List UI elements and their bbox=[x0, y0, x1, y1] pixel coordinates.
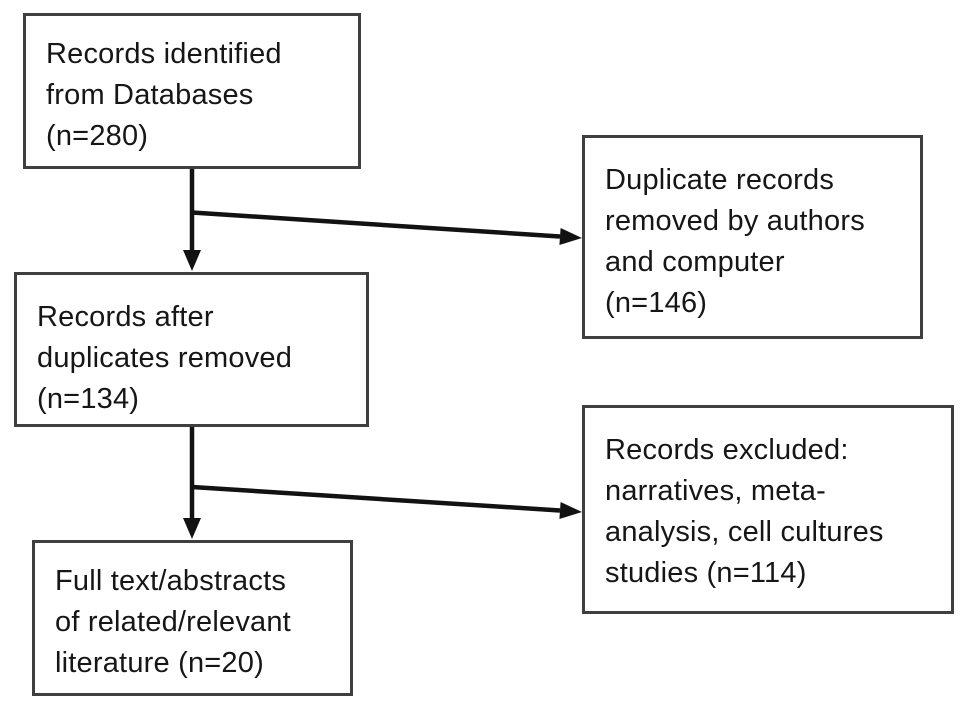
box-text-line: duplicates removed bbox=[37, 342, 293, 374]
box-text-line: of related/relevant bbox=[55, 606, 291, 638]
box-text-line: Records after bbox=[37, 301, 214, 333]
box-text-line: and computer bbox=[605, 246, 785, 278]
box-text-line: literature (n=20) bbox=[55, 647, 264, 679]
box-text-line: from Databases bbox=[46, 79, 254, 111]
box-records-identified: Records identified from Databases (n=280… bbox=[23, 13, 361, 169]
box-text-line: removed by authors bbox=[605, 205, 865, 237]
box-text-line: Records excluded: bbox=[605, 434, 849, 466]
box-text-line: Full text/abstracts bbox=[55, 565, 287, 597]
box-text-line: Records identified bbox=[46, 38, 282, 70]
box-duplicate-records-removed: Duplicate records removed by authors and… bbox=[582, 135, 923, 339]
box-text-line: analysis, cell cultures bbox=[605, 516, 884, 548]
box-text-line: (n=280) bbox=[46, 120, 149, 152]
box-records-after-duplicates: Records after duplicates removed (n=134) bbox=[14, 272, 369, 427]
arrow-to-records-excluded bbox=[191, 484, 582, 519]
arrow-after-duplicates-to-full-text bbox=[183, 427, 201, 539]
box-text-line: (n=134) bbox=[37, 383, 140, 415]
box-text-line: narratives, meta- bbox=[605, 475, 826, 507]
box-full-text-abstracts: Full text/abstracts of related/relevant … bbox=[32, 540, 353, 696]
box-text-line: studies (n=114) bbox=[605, 557, 807, 589]
box-text-line: Duplicate records bbox=[605, 164, 835, 196]
box-records-excluded: Records excluded: narratives, meta- anal… bbox=[582, 405, 954, 614]
box-text-line: (n=146) bbox=[605, 287, 708, 319]
arrow-to-duplicate-records bbox=[191, 210, 582, 245]
arrow-identified-to-after-duplicates bbox=[183, 168, 201, 271]
